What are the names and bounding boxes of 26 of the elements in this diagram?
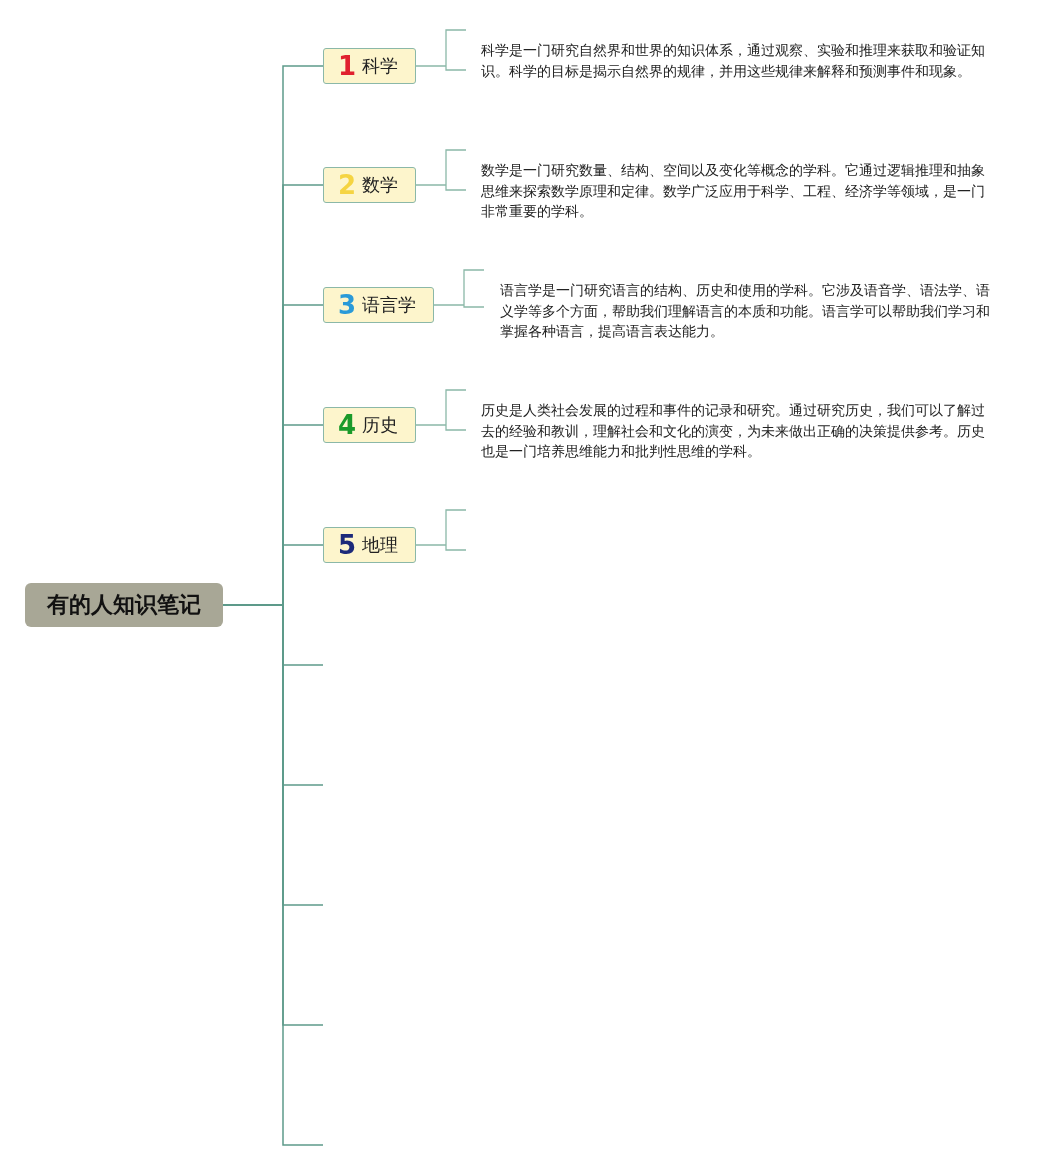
note-text: 历史是人类社会发展的过程和事件的记录和研究。通过研究历史，我们可以了解过去的经验和教训，理解社会和文化的演变，为未来做出正确的决策提供参考。历史也是一门培养思维能力和批判性思维的学科。 [481,401,986,461]
note-text: 语言学是一门研究语言的结构、历史和使用的学科。它涉及语音学、语法学、语义学等多个方面，帮助我们理解语言的本质和功能。语言学可以帮助我们学习和掌握各种语言，提高语言表达能力。 [500,281,991,341]
topic-number: 2 [338,172,357,198]
topic-box [323,48,416,84]
bracket-connector [415,29,467,71]
topic-number: 3 [338,292,357,318]
topic-title: 有的人知识笔记 [47,591,201,619]
bracket-connector [415,389,467,431]
note-text: 科学是一门研究自然界和世界的知识体系，通过观察、实验和推理来获取和验证知识。科学的目标是揭示自然界的规律，并用这些规律来解释和预测事件和现象。 [481,41,986,81]
topic-number: 4 [338,412,357,438]
note-text: 数学是一门研究数量、结构、空间以及变化等概念的学科。它通过逻辑推理和抽象思维来探索数学原理和定律。数学广泛应用于科学、工程、经济学等领域，是一门非常重要的学科。 [481,161,986,221]
topic-box [323,527,416,563]
topic-number: 5 [338,532,357,558]
bracket-connector [415,149,467,191]
topic-label: 地理 [362,533,399,557]
topic-box [323,287,434,323]
topic-label: 历史 [362,413,399,437]
bracket-connector [433,269,485,308]
topic-label: 语言学 [362,293,417,317]
topic-label: 数学 [362,173,399,197]
topic-label: 科学 [362,54,399,78]
bracket-connector [415,509,467,551]
topic-box [323,167,416,203]
root-topic [25,583,223,627]
topic-number: 1 [338,53,357,79]
topic-box [323,407,416,443]
